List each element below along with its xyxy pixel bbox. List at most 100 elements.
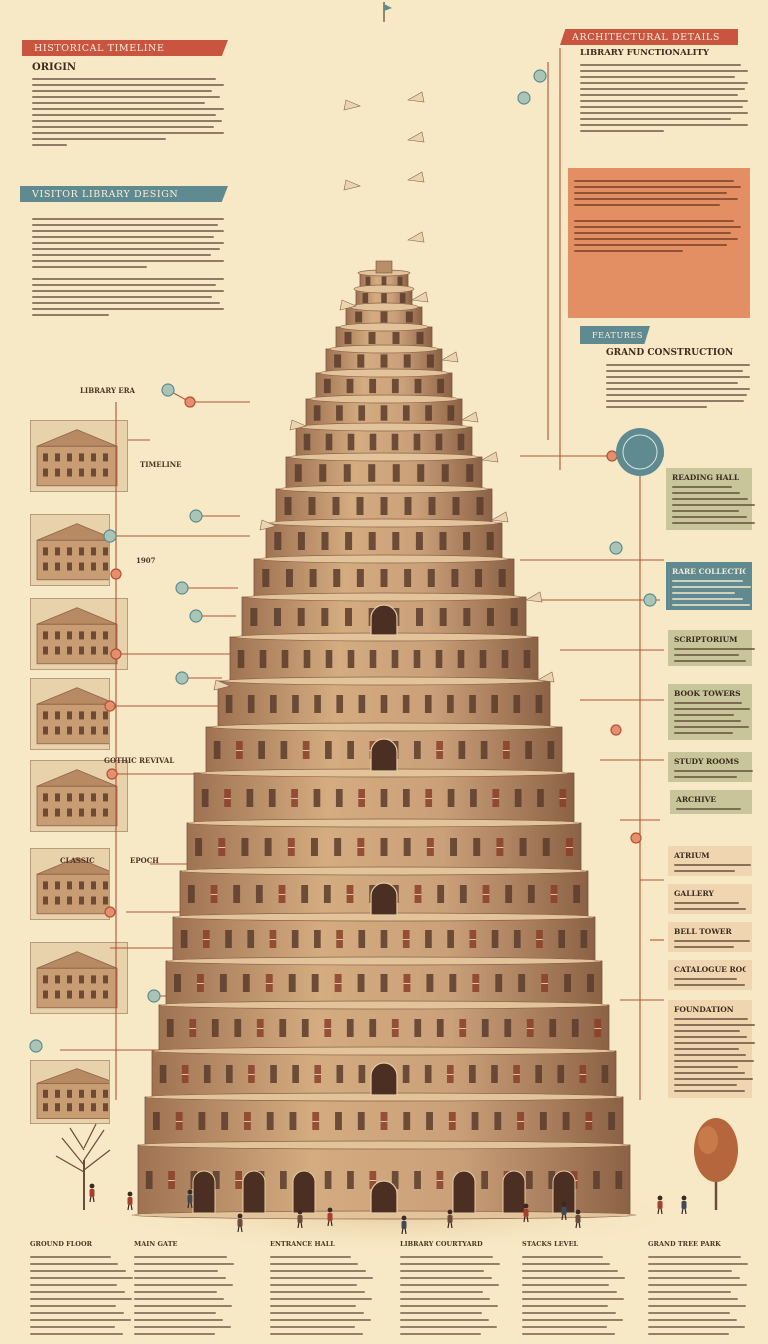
historic-building-vignette [30, 942, 128, 1014]
side-banner [407, 131, 425, 143]
tower-tier-10 [199, 726, 569, 778]
tower-tier-25 [353, 272, 415, 294]
tower-tier-12 [223, 636, 545, 686]
info-panel-6: Archive [670, 790, 752, 814]
callout-dot-icon [533, 69, 547, 83]
tree-icon-left [55, 1123, 111, 1210]
side-banner [537, 671, 555, 683]
historic-building-vignette [30, 760, 128, 832]
tower-tier-23 [339, 306, 429, 332]
info-panel-title: Rare Collection [672, 567, 746, 576]
info-panel-title: Reading Hall [672, 473, 740, 482]
side-banner [407, 171, 425, 183]
info-panel-2: Rare Collection [666, 562, 752, 610]
historic-building-vignette [30, 848, 110, 920]
callout-dot-icon [175, 581, 189, 595]
bottom-column-6: Grand Tree Park [648, 1240, 752, 1340]
header-right-subhead: Library Functionality [580, 48, 710, 58]
info-panel-3: Scriptorium [668, 630, 755, 666]
right-intro-text [580, 64, 748, 136]
callout-dot-icon [184, 396, 196, 408]
info-panel-title: Atrium [674, 851, 710, 860]
tower-tier-15 [259, 522, 509, 564]
label-epoch: Epoch [130, 856, 159, 865]
base-arch [452, 1170, 476, 1214]
bottom-column-4: Library Courtyard [400, 1240, 504, 1340]
side-banner [339, 299, 357, 311]
callout-dot-icon [610, 724, 622, 736]
bottom-column-2: Main Gate [134, 1240, 238, 1340]
info-panel-9: Bell Tower [668, 922, 752, 952]
side-banner [407, 91, 425, 103]
label-library-era: Library Era [80, 386, 135, 395]
historic-building-vignette [30, 678, 110, 750]
callout-dot-icon [517, 91, 531, 105]
person-icon [237, 1213, 243, 1233]
label-timeline: Timeline [140, 460, 182, 469]
person-icon [297, 1209, 303, 1229]
side-banner [213, 679, 231, 691]
tower-tier-16 [269, 488, 499, 528]
label-classic: Classic [60, 856, 95, 865]
bottom-column-3: Entrance Hall [270, 1240, 374, 1340]
grand-construction-heading: Grand Construction [606, 348, 734, 358]
base-arch [552, 1170, 576, 1214]
tower-tier-8 [180, 822, 588, 876]
historic-building-vignette [30, 514, 110, 586]
base-arch [242, 1170, 266, 1214]
person-icon [447, 1209, 453, 1229]
left-intro-text [32, 78, 224, 150]
tower-tier-19 [299, 398, 469, 432]
tower-tier-22 [329, 326, 439, 354]
info-panel-title: Scriptorium [674, 635, 738, 644]
person-icon [657, 1195, 663, 1215]
callout-dot-icon [161, 383, 175, 397]
info-panel-7: Atrium [668, 846, 752, 876]
features-tag: Features [580, 326, 650, 344]
side-banner [343, 99, 361, 111]
tower-tier-5 [159, 960, 609, 1010]
tower-tier-18 [289, 426, 479, 462]
info-panel-title: Gallery [674, 889, 714, 898]
bottom-column-title: Grand Tree Park [648, 1240, 721, 1248]
info-panel-10: Catalogue Room [668, 960, 752, 990]
bottom-column-title: Entrance Hall [270, 1240, 335, 1248]
tower-tier-2 [138, 1096, 630, 1150]
orange-info-panel [568, 168, 750, 318]
bottom-column-5: Stacks Level [522, 1240, 626, 1340]
side-banner [461, 411, 479, 423]
info-panel-5: Study Rooms [668, 752, 753, 782]
tower-tier-24 [349, 288, 419, 312]
tower-tier-9 [187, 772, 581, 828]
tower-crown [357, 269, 411, 277]
side-banner [491, 511, 509, 523]
bottom-column-1: Ground Floor [30, 1240, 134, 1340]
tower-tier-14 [247, 558, 521, 602]
side-banner [481, 451, 499, 463]
section-left-banner-text: Visitor Library Design [32, 188, 179, 200]
callout-dot-icon [175, 671, 189, 685]
callout-dot-icon [630, 832, 642, 844]
person-icon [681, 1195, 687, 1215]
callout-dot-icon [189, 609, 203, 623]
tower-tier-11 [211, 680, 557, 732]
person-icon [561, 1201, 567, 1221]
info-panel-title: Catalogue Room [674, 965, 746, 974]
header-left-banner-text: Historical Timeline [34, 42, 165, 54]
side-banner [407, 231, 425, 243]
side-banner [343, 179, 361, 191]
info-panel-title: Foundation [674, 1005, 734, 1014]
person-icon [127, 1191, 133, 1211]
person-icon [327, 1207, 333, 1227]
callout-dot-icon [189, 509, 203, 523]
side-banner [289, 419, 307, 431]
section-left-banner: Visitor Library Design [20, 186, 228, 202]
tower-tier-13 [235, 596, 533, 642]
callout-dot-icon [609, 541, 623, 555]
tower-tier-1 [131, 1144, 637, 1220]
header-left-subhead: Origin [32, 62, 77, 73]
bottom-column-title: Library Courtyard [400, 1240, 483, 1248]
side-banner [441, 351, 459, 363]
callout-dot-icon [110, 568, 122, 580]
right-section-text [606, 364, 750, 412]
